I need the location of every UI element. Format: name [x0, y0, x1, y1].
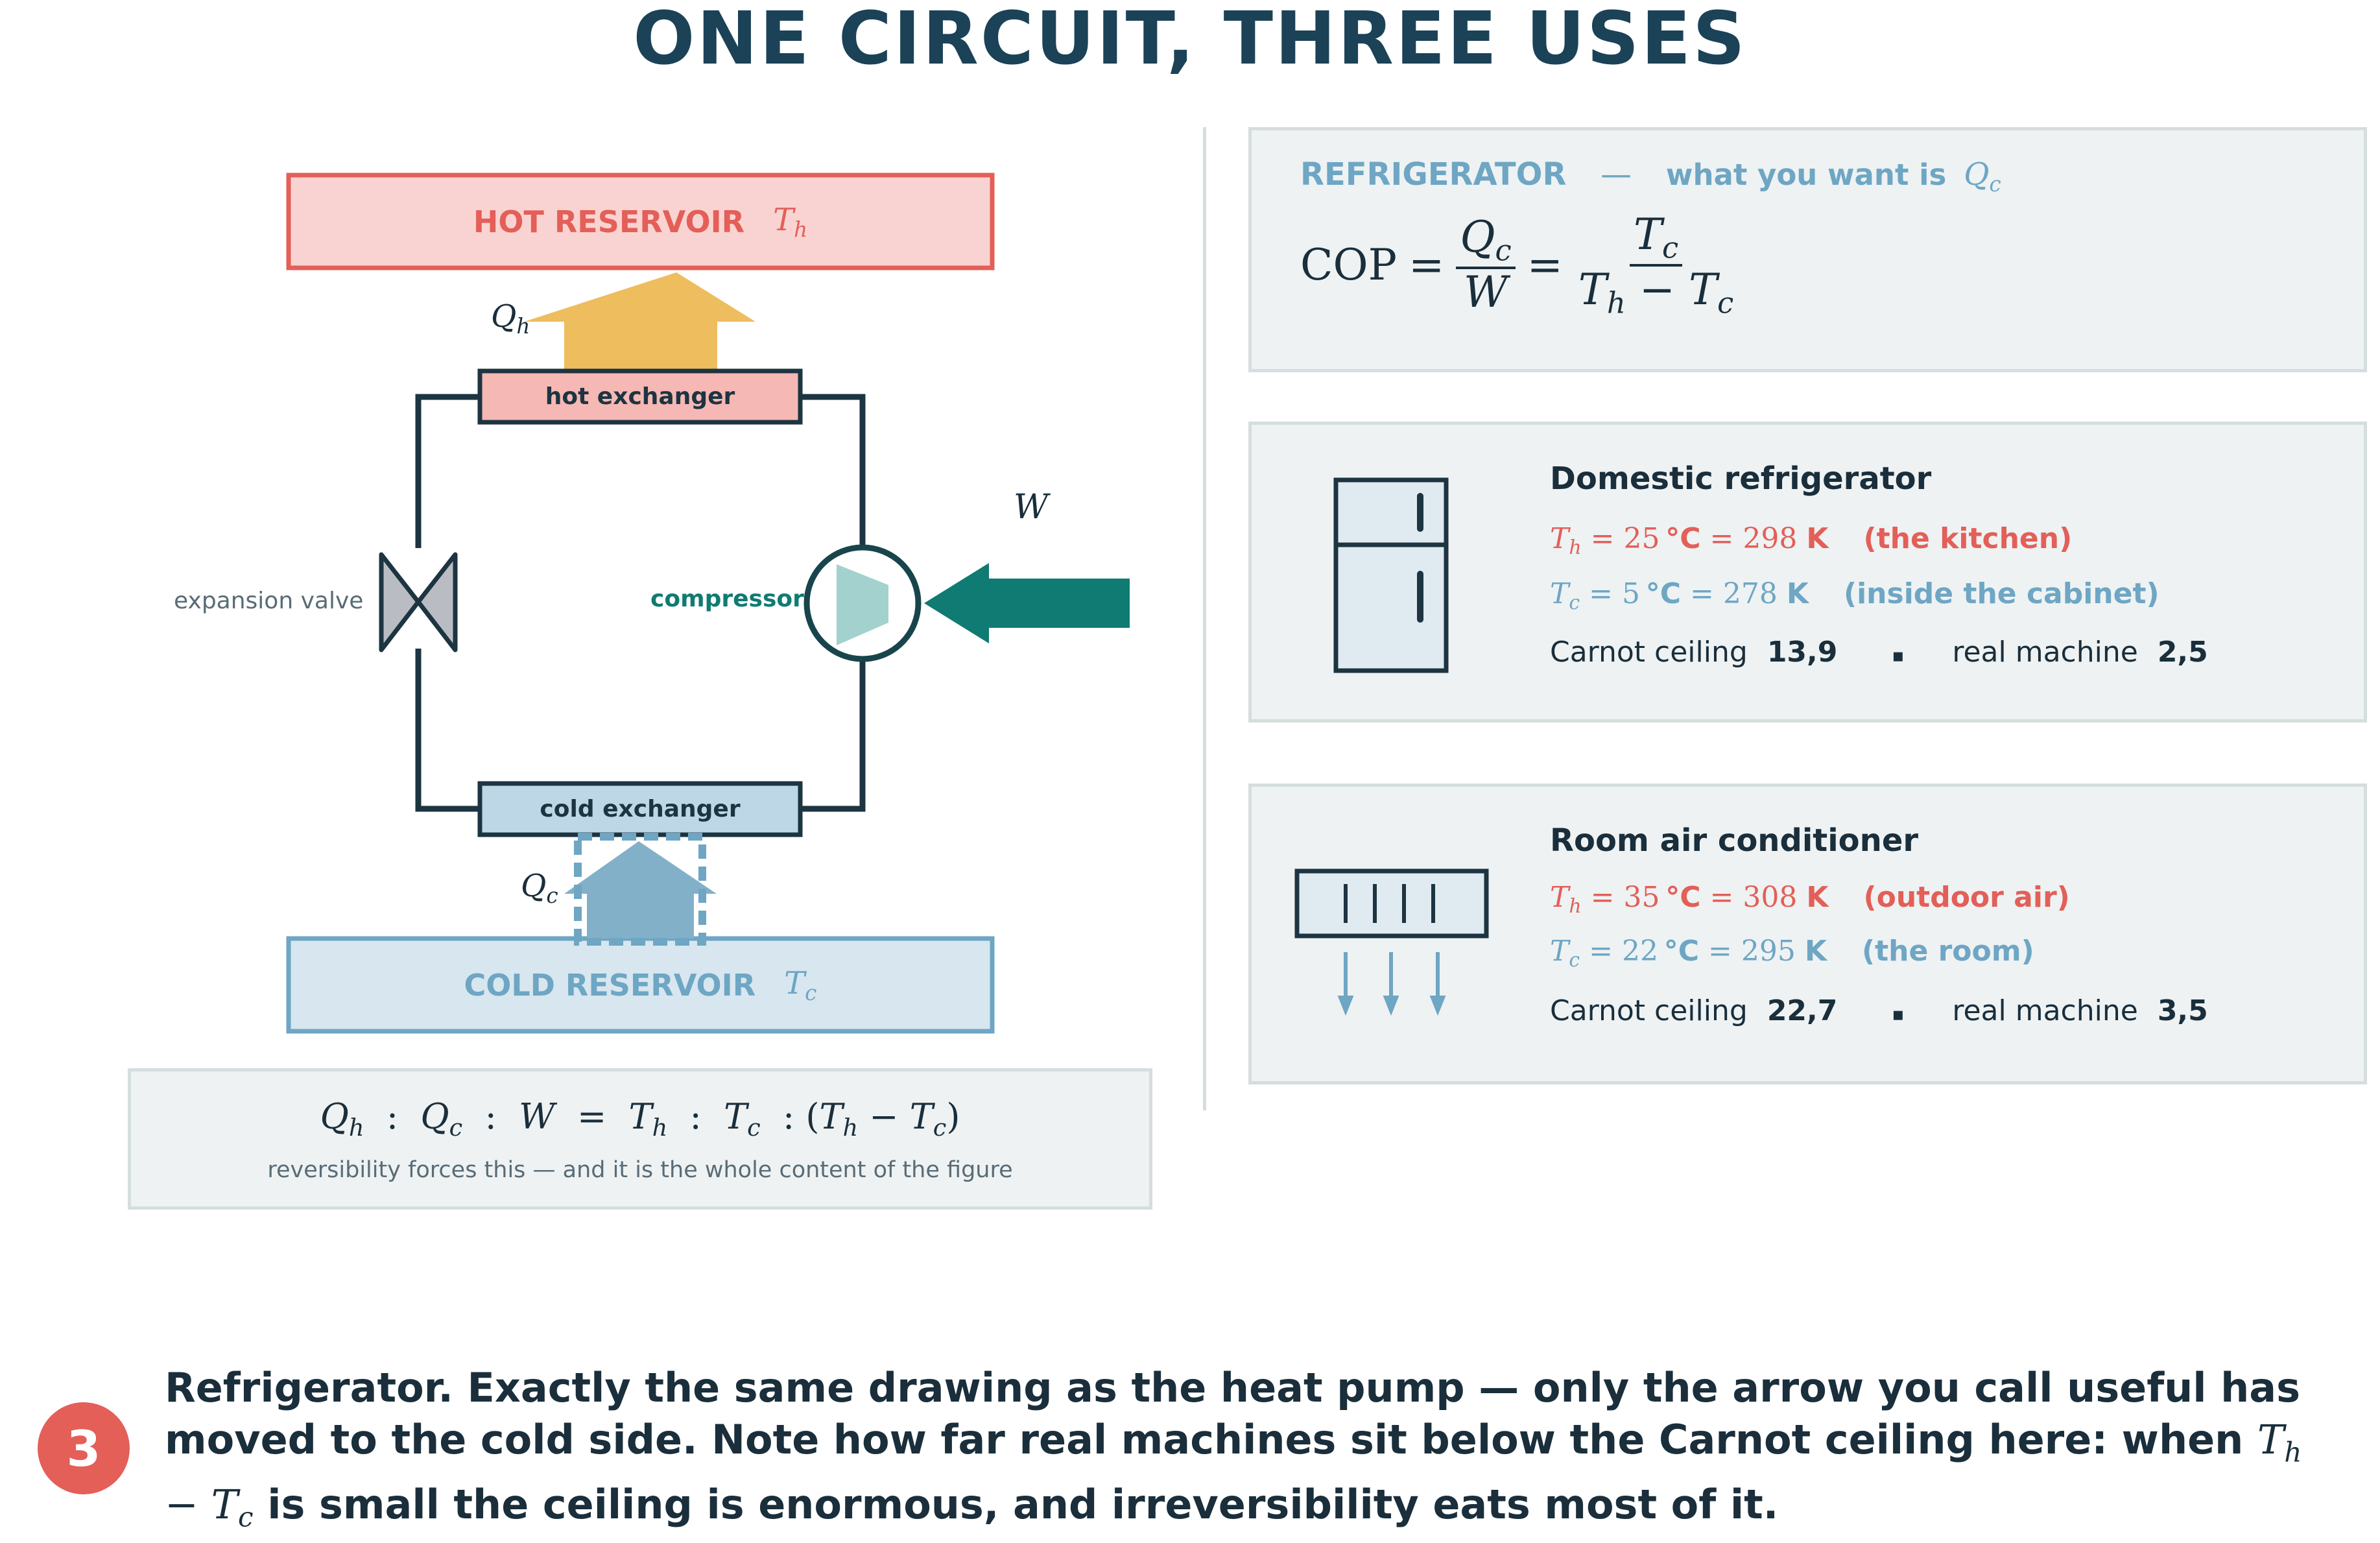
hot-reservoir-label: HOT RESERVOIR Th [473, 201, 808, 242]
qc-heat-arrow [564, 841, 717, 939]
card-tc-line: Tc = 5 °C = 278 K (inside the cabinet) [1550, 577, 2160, 614]
compressor-label: compressor [650, 586, 804, 612]
expansion-valve-label: expansion valve [174, 588, 364, 614]
cold-reservoir-box [286, 936, 995, 1034]
qc-label: Qc [521, 868, 558, 908]
hot-reservoir-box [286, 173, 995, 270]
domestic-refrigerator-card: Domestic refrigerator Th = 25 °C = 298 K… [1248, 422, 2367, 723]
refrigerator-panel: REFRIGERATOR — what you want is Qc COP =… [1248, 127, 2367, 372]
refrigerator-heading: REFRIGERATOR — what you want is Qc [1300, 156, 2001, 197]
ratio-caption: reversibility forces this — and it is th… [267, 1157, 1013, 1183]
qh-heat-arrow [524, 272, 756, 370]
card-th-line: Th = 25 °C = 298 K (the kitchen) [1550, 522, 2073, 559]
refrigerant-pipes [415, 394, 866, 812]
card-tc-line: Tc = 22 °C = 295 K (the room) [1550, 935, 2034, 972]
w-label: W [1014, 488, 1049, 527]
cold-exchanger-box [477, 781, 803, 837]
card-th-line: Th = 35 °C = 308 K (outdoor air) [1550, 881, 2070, 918]
compressor-icon [803, 544, 922, 662]
refrigeration-cycle-diagram [286, 173, 1130, 1034]
cold-exchanger-label: cold exchanger [540, 796, 741, 822]
qh-label: Qh [491, 298, 530, 339]
hot-exchanger-box [477, 368, 803, 425]
card-title: Room air conditioner [1550, 822, 1919, 859]
ratio-box: Qh : Qc : W = Th : Tc : (Th − Tc) revers… [128, 1068, 1152, 1210]
refrigerator-icon [1333, 477, 1449, 673]
slide-caption: Refrigerator. Exactly the same drawing a… [165, 1364, 2302, 1533]
air-conditioner-card: Room air conditioner Th = 35 °C = 308 K … [1248, 783, 2367, 1084]
useful-heat-highlight [574, 833, 706, 946]
cold-reservoir-label: COLD RESERVOIR Tc [464, 964, 817, 1005]
work-arrow [924, 563, 1130, 643]
expansion-valve-icon [379, 552, 458, 652]
slide-number-badge: 3 [38, 1402, 130, 1494]
card-title: Domestic refrigerator [1550, 461, 1932, 497]
column-divider [1203, 127, 1206, 1110]
page-title: ONE CIRCUIT, THREE USES [633, 0, 1747, 81]
ratio-formula: Qh : Qc : W = Th : Tc : (Th − Tc) [320, 1096, 960, 1142]
hot-exchanger-label: hot exchanger [545, 383, 735, 410]
air-conditioner-icon [1294, 868, 1489, 1016]
